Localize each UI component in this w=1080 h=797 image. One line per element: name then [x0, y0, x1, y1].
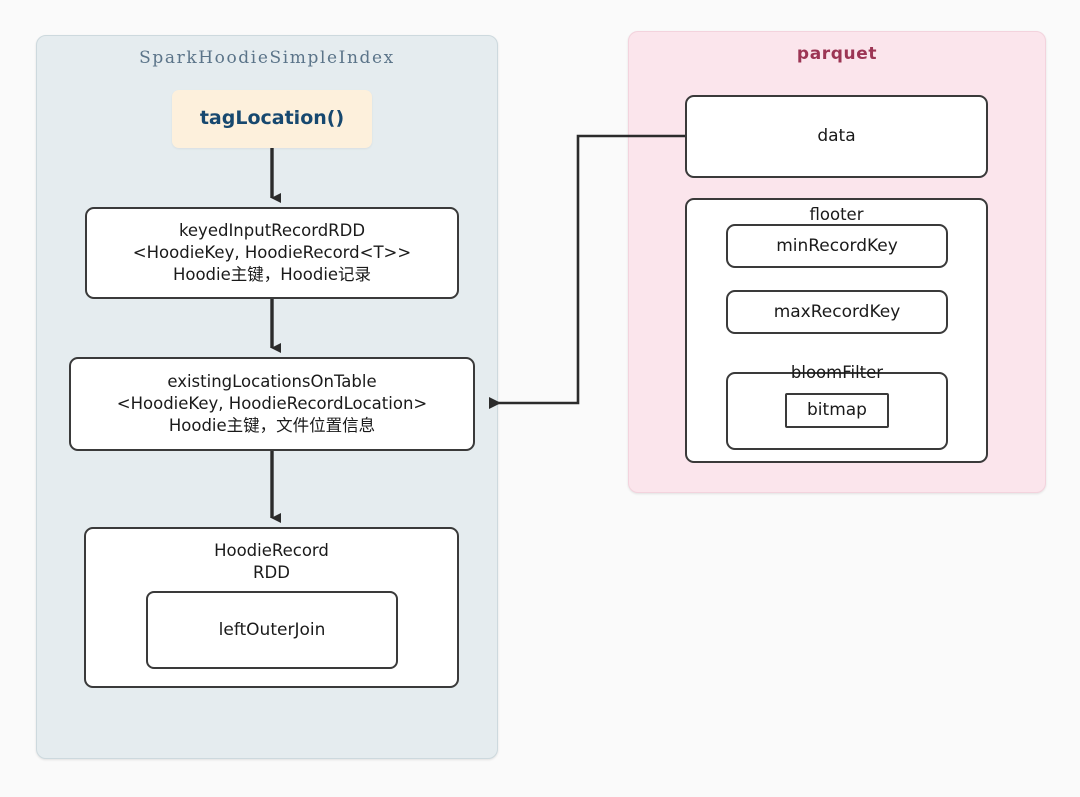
node-min-record-key-label: minRecordKey — [776, 235, 898, 256]
node-min-record-key[interactable]: minRecordKey — [726, 224, 948, 268]
node-existing-locations-on-table-line2: <HoodieKey, HoodieRecordLocation> — [116, 394, 428, 414]
node-left-outer-join-label: leftOuterJoin — [218, 619, 326, 640]
node-data[interactable]: data — [685, 95, 988, 178]
node-flooter-label: flooter — [809, 205, 864, 224]
node-existing-locations-on-table-line1: existingLocationsOnTable — [167, 372, 377, 392]
node-keyed-input-record-rdd-line1: keyedInputRecordRDD — [178, 221, 366, 241]
node-tag-location[interactable]: tagLocation() — [172, 90, 372, 148]
node-hoodie-record-rdd-line1: HoodieRecord — [214, 541, 329, 560]
node-keyed-input-record-rdd-line3: Hoodie主键，Hoodie记录 — [172, 264, 372, 284]
node-max-record-key[interactable]: maxRecordKey — [726, 290, 948, 334]
node-keyed-input-record-rdd[interactable]: keyedInputRecordRDD <HoodieKey, HoodieRe… — [85, 207, 459, 299]
node-left-outer-join[interactable]: leftOuterJoin — [146, 591, 398, 669]
group-title-spark-hoodie-simple-index: SparkHoodieSimpleIndex — [139, 48, 395, 68]
node-bitmap-label: bitmap — [807, 400, 867, 421]
node-data-label: data — [817, 126, 856, 147]
node-hoodie-record-rdd-line2: RDD — [253, 562, 290, 582]
node-bitmap[interactable]: bitmap — [785, 393, 889, 428]
node-keyed-input-record-rdd-line2: <HoodieKey, HoodieRecord<T>> — [132, 243, 412, 263]
node-existing-locations-on-table-line3: Hoodie主键，文件位置信息 — [168, 415, 376, 435]
node-max-record-key-label: maxRecordKey — [773, 301, 901, 322]
node-existing-locations-on-table[interactable]: existingLocationsOnTable <HoodieKey, Hoo… — [69, 357, 475, 451]
group-title-parquet: parquet — [796, 44, 878, 64]
node-tag-location-label: tagLocation() — [199, 107, 345, 130]
